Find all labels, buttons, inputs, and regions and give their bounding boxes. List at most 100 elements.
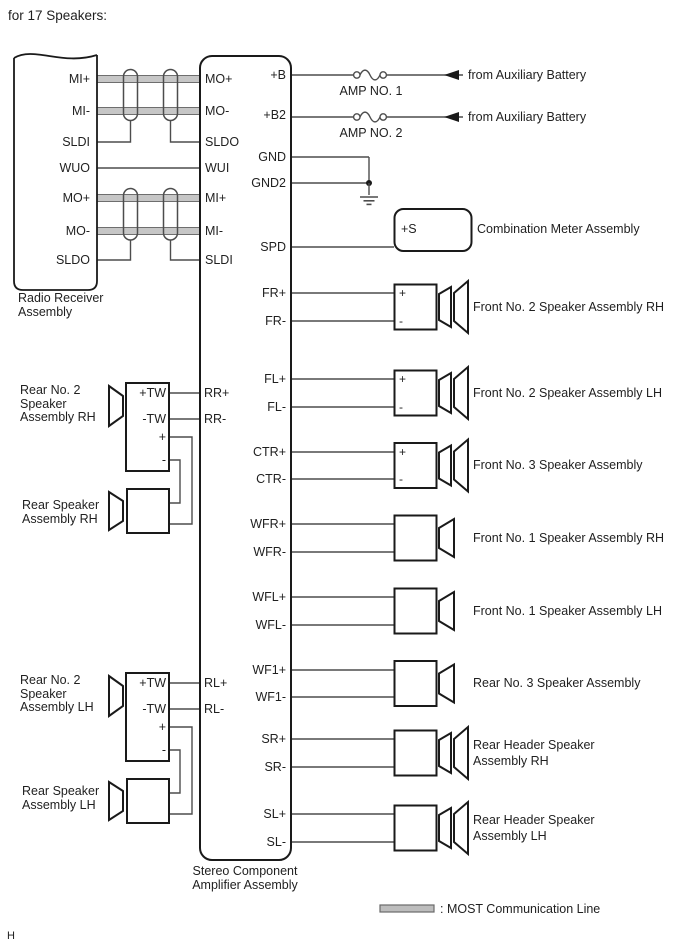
speaker-label-rear-header-rh: Rear Header Speaker Assembly RH bbox=[473, 738, 595, 768]
amp-pin-sr-plus: SR+ bbox=[261, 732, 286, 746]
amp-pin-ctr-minus: CTR- bbox=[256, 472, 286, 486]
amp-pin-wfl-minus: WFL- bbox=[255, 618, 286, 632]
battery-source-label-2: from Auxiliary Battery bbox=[468, 110, 587, 124]
amp-pin-wfr-plus: WFR+ bbox=[250, 517, 286, 531]
radio-pin-mi-plus: MI+ bbox=[68, 72, 90, 86]
arrow-left-icon bbox=[444, 112, 459, 122]
fuse-element-icon bbox=[359, 111, 381, 123]
rear-module-wires-lh bbox=[169, 682, 200, 815]
speaker-cone-icon bbox=[438, 590, 455, 632]
amp-pin-rl-plus: RL+ bbox=[204, 676, 228, 690]
speaker-label-front-no2-lh: Front No. 2 Speaker Assembly LH bbox=[473, 386, 662, 400]
amp-pin-fl-minus: FL- bbox=[267, 400, 286, 414]
speaker-label-front-no1-rh: Front No. 1 Speaker Assembly RH bbox=[473, 531, 665, 545]
amp-pin-fl-plus: FL+ bbox=[264, 372, 286, 386]
meter-pin-s: +S bbox=[401, 222, 417, 236]
rear-no2-speaker-rh-box bbox=[108, 382, 170, 472]
speaker-cone-icon bbox=[108, 490, 124, 532]
speaker-cone-icon bbox=[438, 443, 452, 488]
radio-pin-mi-minus: MI- bbox=[71, 104, 90, 118]
amp-pin-fr-plus: FR+ bbox=[262, 286, 286, 300]
battery-source-label-1: from Auxiliary Battery bbox=[468, 68, 587, 82]
speaker-rear-header-rh bbox=[393, 724, 469, 782]
speaker-cone-icon bbox=[453, 799, 469, 857]
amp-pin-sldo: SLDO bbox=[205, 135, 240, 149]
speaker-wires bbox=[291, 292, 394, 843]
fuse-label-amp-no1: AMP NO. 1 bbox=[339, 84, 403, 98]
ground-symbol-icon bbox=[360, 196, 378, 206]
tweeter-pin-minus: - bbox=[161, 453, 166, 467]
rear-no2-speaker-rh-label: Rear No. 2 Speaker Assembly RH bbox=[20, 383, 96, 424]
speaker-pin-minus: - bbox=[399, 400, 403, 414]
radio-pin-mo-plus: MO+ bbox=[62, 191, 90, 205]
amp-pin-mi-plus: MI+ bbox=[205, 191, 227, 205]
fuse-label-amp-no2: AMP NO. 2 bbox=[339, 126, 403, 140]
amp-pin-spd: SPD bbox=[260, 240, 286, 254]
amp-pin-fr-minus: FR- bbox=[265, 314, 286, 328]
speaker-cone-icon bbox=[438, 517, 455, 559]
legend-most-label: : MOST Communication Line bbox=[440, 902, 601, 916]
rear-no2-speaker-lh-box bbox=[108, 672, 170, 762]
speaker-front-no2-rh bbox=[393, 278, 469, 336]
radio-receiver-label: Radio Receiver Assembly bbox=[18, 291, 104, 319]
speaker-pin-plus: + bbox=[399, 372, 407, 386]
fuse-terminal bbox=[379, 113, 388, 121]
radio-pin-sldo: SLDO bbox=[55, 253, 90, 267]
speaker-cone-icon bbox=[108, 674, 124, 718]
speaker-pin-minus: - bbox=[399, 472, 403, 486]
most-shield-loops bbox=[122, 68, 179, 241]
tweeter-pin-minus-tw: -TW bbox=[142, 412, 166, 426]
speaker-cone-icon bbox=[453, 724, 469, 782]
amp-pin-b: +B bbox=[270, 68, 286, 82]
tweeter-pin-minus: - bbox=[161, 743, 166, 757]
amp-pin-wui: WUI bbox=[205, 161, 230, 175]
tweeter-pin-plus-tw: +TW bbox=[139, 676, 166, 690]
ground-wiring bbox=[291, 156, 378, 206]
amp-pin-wfl-plus: WFL+ bbox=[252, 590, 286, 604]
radio-pin-wuo: WUO bbox=[59, 161, 90, 175]
amp-pin-b2: +B2 bbox=[263, 108, 286, 122]
speaker-cone-icon bbox=[438, 806, 452, 850]
battery-feed-1 bbox=[291, 69, 463, 81]
speaker-rear-no3 bbox=[393, 660, 455, 707]
speaker-cone-icon bbox=[438, 371, 452, 415]
speaker-pin-plus: + bbox=[399, 445, 407, 459]
amp-pin-ctr-plus: CTR+ bbox=[253, 445, 286, 459]
speaker-cone-icon bbox=[438, 285, 452, 329]
amp-pin-wf1-minus: WF1- bbox=[255, 690, 286, 704]
combination-meter-label: Combination Meter Assembly bbox=[477, 222, 640, 236]
speaker-front-no2-lh bbox=[393, 364, 469, 422]
amp-pin-rr-minus: RR- bbox=[204, 412, 227, 426]
speaker-cone-icon bbox=[108, 780, 124, 822]
speaker-label-front-no3: Front No. 3 Speaker Assembly bbox=[473, 458, 643, 472]
speaker-cone-icon bbox=[453, 437, 469, 494]
speaker-front-no3 bbox=[393, 437, 469, 494]
fuse-terminal bbox=[352, 113, 361, 121]
amp-pin-mo-minus: MO- bbox=[205, 104, 230, 118]
combination-meter-box bbox=[393, 208, 473, 252]
rear-speaker-lh-label: Rear Speaker Assembly LH bbox=[22, 784, 100, 812]
speaker-pin-plus: + bbox=[399, 286, 407, 300]
fuse-terminal bbox=[352, 71, 361, 79]
fuse-terminal bbox=[379, 71, 388, 79]
speaker-cone-icon bbox=[108, 384, 124, 428]
signal-wires bbox=[97, 120, 200, 261]
speaker-label-front-no2-rh: Front No. 2 Speaker Assembly RH bbox=[473, 300, 665, 314]
radio-receiver-box bbox=[13, 53, 98, 291]
break-line bbox=[13, 53, 98, 60]
amp-pin-sr-minus: SR- bbox=[264, 760, 286, 774]
speaker-cone-icon bbox=[438, 662, 455, 705]
tweeter-pin-plus: + bbox=[158, 430, 166, 444]
tweeter-pin-plus-tw: +TW bbox=[139, 386, 166, 400]
radio-pin-sldi: SLDI bbox=[62, 135, 90, 149]
rear-speaker-rh-box bbox=[108, 488, 170, 534]
amp-pin-rl-minus: RL- bbox=[204, 702, 225, 716]
fuse-element-icon bbox=[359, 69, 381, 81]
speaker-label-rear-header-lh: Rear Header Speaker Assembly LH bbox=[473, 813, 595, 843]
amp-pin-mo-plus: MO+ bbox=[205, 72, 233, 86]
tweeter-pin-minus-tw: -TW bbox=[142, 702, 166, 716]
rear-speaker-lh-box bbox=[108, 778, 170, 824]
speaker-cone-icon bbox=[438, 731, 452, 775]
